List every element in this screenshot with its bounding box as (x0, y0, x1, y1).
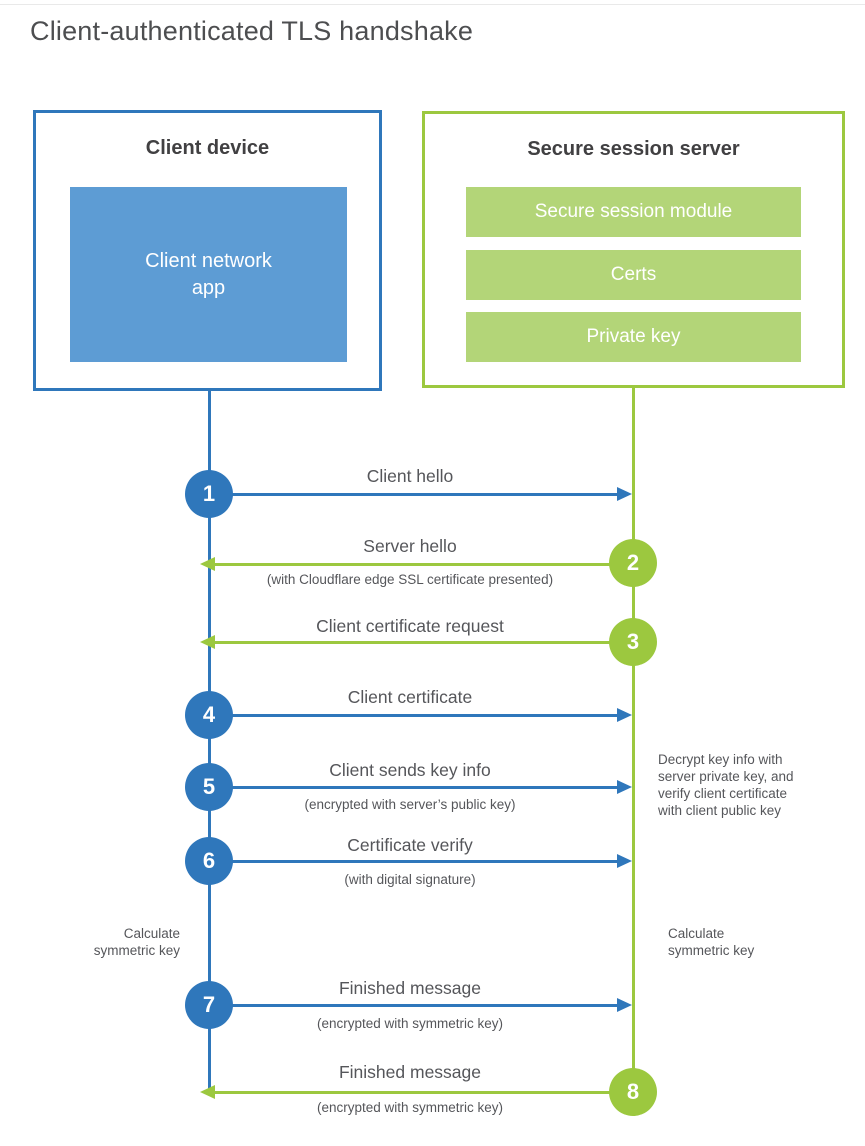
step-3-arrowhead-icon (200, 635, 215, 649)
client-device-title: Client device (145, 137, 270, 159)
step-1-arrowhead-icon (617, 487, 632, 501)
step-3-label: Client certificate request (316, 616, 504, 636)
step-3-badge: 3 (609, 618, 657, 666)
step-4-arrowhead-icon (617, 708, 632, 722)
step-6-sublabel: (with digital signature) (344, 872, 476, 887)
step-5-label: Client sends key info (329, 760, 491, 780)
step-1-badge: 1 (185, 470, 233, 518)
step-8-label: Finished message (338, 1062, 482, 1082)
step-5-badge: 5 (185, 763, 233, 811)
client-network-app-box: Client network app (70, 187, 347, 362)
step-6-arrowhead-icon (617, 854, 632, 868)
server-module-private-key: Private key (466, 312, 801, 362)
step-6-label: Certificate verify (347, 835, 473, 855)
step-1-arrow-line (209, 493, 618, 496)
step-4-label: Client certificate (347, 687, 473, 707)
secure-session-server-title: Secure session server (527, 138, 740, 160)
step-2-badge: 2 (609, 539, 657, 587)
step-8-arrowhead-icon (200, 1085, 215, 1099)
step-2-label: Server hello (363, 536, 457, 556)
page-title: Client-authenticated TLS handshake (30, 16, 474, 46)
step-4-arrow-line (209, 714, 618, 717)
server-module-certs: Certs (466, 250, 801, 300)
server-calculate-symmetric-key-note: Calculate symmetric key (668, 926, 755, 958)
step-7-sublabel: (encrypted with symmetric key) (316, 1016, 504, 1031)
step-5-arrowhead-icon (617, 780, 632, 794)
step-7-arrow-line (209, 1004, 618, 1007)
step-1-label: Client hello (366, 466, 454, 486)
client-lifeline (208, 391, 211, 1093)
step-3-arrow-line (215, 641, 633, 644)
step-6-arrow-line (209, 860, 618, 863)
step-4-badge: 4 (185, 691, 233, 739)
top-divider (0, 4, 865, 5)
step-8-sublabel: (encrypted with symmetric key) (316, 1100, 504, 1115)
step-7-arrowhead-icon (617, 998, 632, 1012)
server-module-secure-session: Secure session module (466, 187, 801, 237)
step-8-arrow-line (215, 1091, 633, 1094)
step-8-badge: 8 (609, 1068, 657, 1116)
step-2-arrow-line (215, 563, 633, 566)
step-5-sublabel: (encrypted with server’s public key) (304, 797, 516, 812)
client-calculate-symmetric-key-note: Calculate symmetric key (93, 926, 180, 958)
step-2-arrowhead-icon (200, 557, 215, 571)
step-7-badge: 7 (185, 981, 233, 1029)
step-7-label: Finished message (338, 978, 482, 998)
step-6-badge: 6 (185, 837, 233, 885)
step-5-arrow-line (209, 786, 618, 789)
server-decrypt-note: Decrypt key info with server private key… (658, 752, 794, 818)
server-lifeline (632, 388, 635, 1092)
step-2-sublabel: (with Cloudflare edge SSL certificate pr… (266, 572, 554, 587)
